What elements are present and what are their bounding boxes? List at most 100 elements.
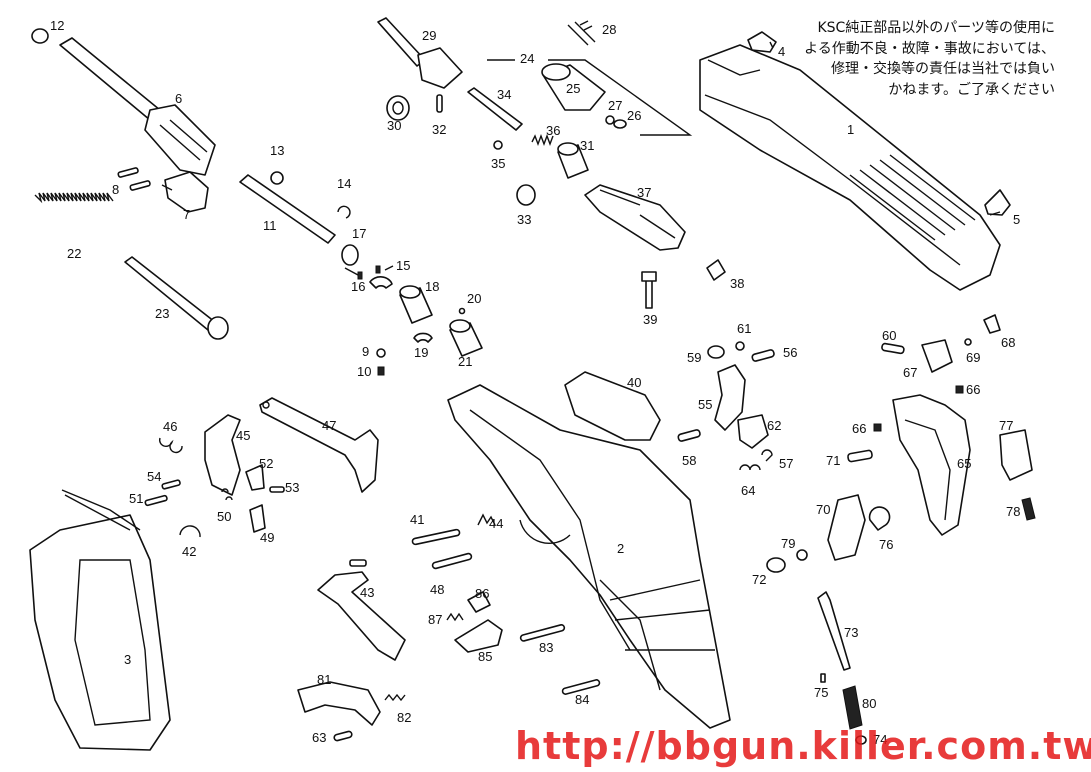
part-label-54: 54 <box>147 469 161 484</box>
part-23-guide-rod <box>124 256 229 340</box>
part-12-barrel-bushing <box>31 28 49 44</box>
part-71-pin <box>847 449 873 463</box>
part-62-knocker <box>737 414 769 449</box>
part-58-pin <box>677 429 701 442</box>
part-label-32: 32 <box>432 122 446 137</box>
part-label-60: 60 <box>882 328 896 343</box>
part-label-70: 70 <box>816 502 830 517</box>
part-8-pins <box>117 167 151 191</box>
part-53-pin <box>269 486 285 493</box>
part-label-25: 25 <box>566 81 580 96</box>
part-83-pin <box>519 624 566 642</box>
part-label-13: 13 <box>270 143 284 158</box>
part-label-28: 28 <box>602 22 616 37</box>
part-29-cylinder <box>377 17 463 89</box>
part-label-53: 53 <box>285 480 299 495</box>
part-10-set-screw <box>377 366 385 376</box>
part-label-73: 73 <box>844 625 858 640</box>
part-34-valve-rod <box>467 87 523 131</box>
part-64-spring <box>739 464 761 471</box>
part-label-10: 10 <box>357 364 371 379</box>
part-label-27: 27 <box>608 98 622 113</box>
part-labels: 1234567891011121314151617181920212223242… <box>50 18 1020 747</box>
part-32-pin <box>436 94 443 113</box>
part-2-frame <box>447 384 731 729</box>
part-label-4: 4 <box>778 44 785 59</box>
part-33-o-ring <box>516 184 536 206</box>
part-24-assembly-bracket <box>487 59 693 136</box>
part-label-81: 81 <box>317 672 331 687</box>
part-14-e-clip <box>337 205 351 219</box>
part-label-46: 46 <box>163 419 177 434</box>
part-label-11: 11 <box>263 218 277 233</box>
part-65-hammer-housing <box>892 394 971 536</box>
part-52-sear <box>245 464 265 491</box>
part-label-65: 65 <box>957 456 971 471</box>
part-45-hammer <box>204 414 241 496</box>
part-label-56: 56 <box>783 345 797 360</box>
part-37-housing <box>584 184 686 251</box>
part-57-spring <box>761 449 773 462</box>
part-78-spring <box>1021 497 1036 521</box>
part-86-button <box>467 591 491 613</box>
part-68-pin <box>983 314 1001 334</box>
part-56-pin <box>751 349 775 362</box>
part-25-piston <box>541 63 606 111</box>
part-19-packing <box>413 332 433 343</box>
part-label-26: 26 <box>627 108 641 123</box>
part-label-84: 84 <box>575 692 589 707</box>
part-label-82: 82 <box>397 710 411 725</box>
part-label-16: 16 <box>351 279 365 294</box>
part-label-72: 72 <box>752 572 766 587</box>
part-46-spring <box>158 437 183 454</box>
part-40-rail <box>564 371 661 441</box>
part-27-o-ring <box>605 115 615 125</box>
part-label-75: 75 <box>814 685 828 700</box>
part-label-66a: 66 <box>966 382 980 397</box>
part-label-79: 79 <box>781 536 795 551</box>
part-label-57: 57 <box>779 456 793 471</box>
part-label-5: 5 <box>1013 212 1020 227</box>
part-80-mainspring <box>842 685 863 730</box>
part-label-18: 18 <box>425 279 439 294</box>
part-63-pin <box>333 730 353 742</box>
part-15-hop-lever <box>369 276 393 289</box>
part-label-19: 19 <box>414 345 428 360</box>
part-label-85: 85 <box>478 649 492 664</box>
part-label-55: 55 <box>698 397 712 412</box>
notice-line-4: かねます。ご了承ください <box>888 81 1055 98</box>
part-label-29: 29 <box>422 28 436 43</box>
part-30-washer <box>386 95 410 121</box>
part-label-49: 49 <box>260 530 274 545</box>
part-label-64: 64 <box>741 483 755 498</box>
part-label-6: 6 <box>175 91 182 106</box>
part-label-12: 12 <box>50 18 64 33</box>
part-label-45: 45 <box>236 428 250 443</box>
part-label-71: 71 <box>826 453 840 468</box>
part-41-pin <box>411 528 461 546</box>
part-label-31: 31 <box>580 138 594 153</box>
part-label-87: 87 <box>428 612 442 627</box>
part-label-86: 86 <box>475 586 489 601</box>
part-label-42: 42 <box>182 544 196 559</box>
part-69-ring <box>964 338 972 346</box>
part-label-67: 67 <box>903 365 917 380</box>
part-label-68: 68 <box>1001 335 1015 350</box>
part-label-23: 23 <box>155 306 169 321</box>
part-42-spring <box>179 525 201 538</box>
part-49-disconnector <box>249 504 266 533</box>
part-label-22: 22 <box>67 246 81 261</box>
part-label-30: 30 <box>387 118 401 133</box>
part-4-rear-sight <box>747 31 777 53</box>
disclaimer-notice: KSC純正部品以外のパーツ等の使用に よる作動不良・故障・事故においては、 修理… <box>775 18 1055 100</box>
part-21-hop-rubber <box>449 319 483 357</box>
part-label-24: 24 <box>520 51 534 66</box>
part-label-74: 74 <box>873 732 887 747</box>
part-label-8: 8 <box>112 182 119 197</box>
part-label-1: 1 <box>847 122 854 137</box>
part-label-44: 44 <box>489 516 503 531</box>
part-label-69: 69 <box>966 350 980 365</box>
part-60-pin <box>881 342 905 355</box>
part-59-pin <box>707 345 725 359</box>
part-label-66b: 66 <box>852 421 866 436</box>
